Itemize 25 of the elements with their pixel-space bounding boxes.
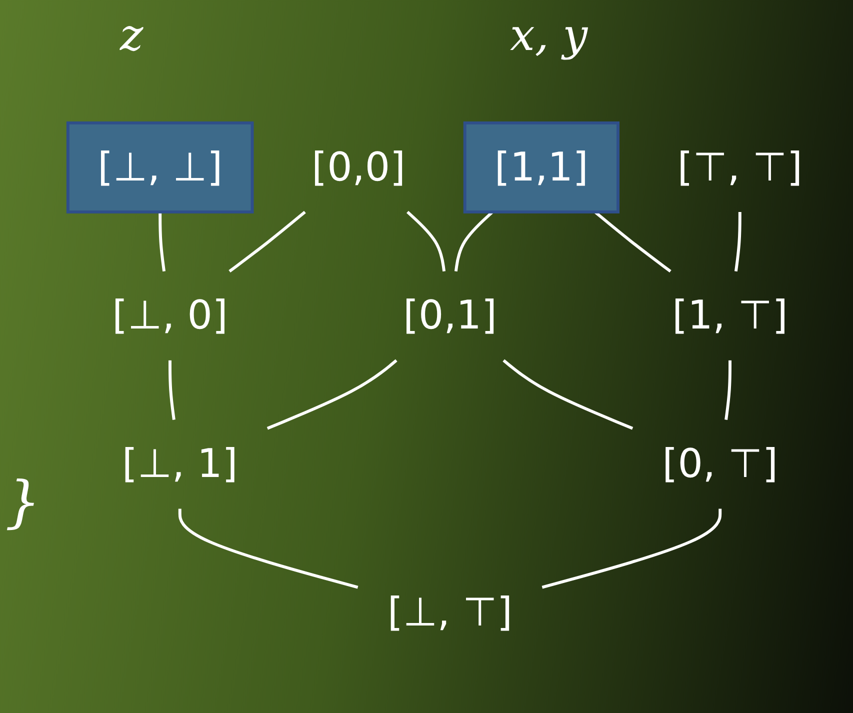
connector	[406, 210, 446, 272]
node-text: [0,1]	[403, 293, 497, 339]
brace: }	[5, 470, 41, 535]
connector	[724, 360, 732, 420]
node-text: [⊥, 0]	[112, 293, 228, 339]
connector	[168, 360, 176, 420]
node-text: [0,0]	[312, 144, 406, 190]
node-text: [0, ⊤]	[662, 441, 778, 487]
variable-label: z	[120, 10, 144, 61]
connector	[266, 359, 398, 430]
connector	[158, 212, 166, 272]
connector	[542, 508, 722, 589]
connector	[454, 210, 494, 272]
node-text: [1, ⊤]	[672, 293, 788, 339]
node-box: [1,1]	[463, 121, 620, 214]
connector	[594, 210, 672, 272]
node-text: [⊥, ⊤]	[388, 590, 512, 636]
node-text: [⊤, ⊤]	[677, 144, 802, 190]
node-box: [⊥, ⊥]	[66, 121, 254, 214]
node-text: [⊥, 1]	[122, 441, 238, 487]
connector	[228, 210, 306, 272]
connector	[178, 508, 358, 589]
connector	[502, 359, 634, 430]
connector	[734, 212, 742, 272]
variable-label: x, y	[510, 10, 588, 61]
